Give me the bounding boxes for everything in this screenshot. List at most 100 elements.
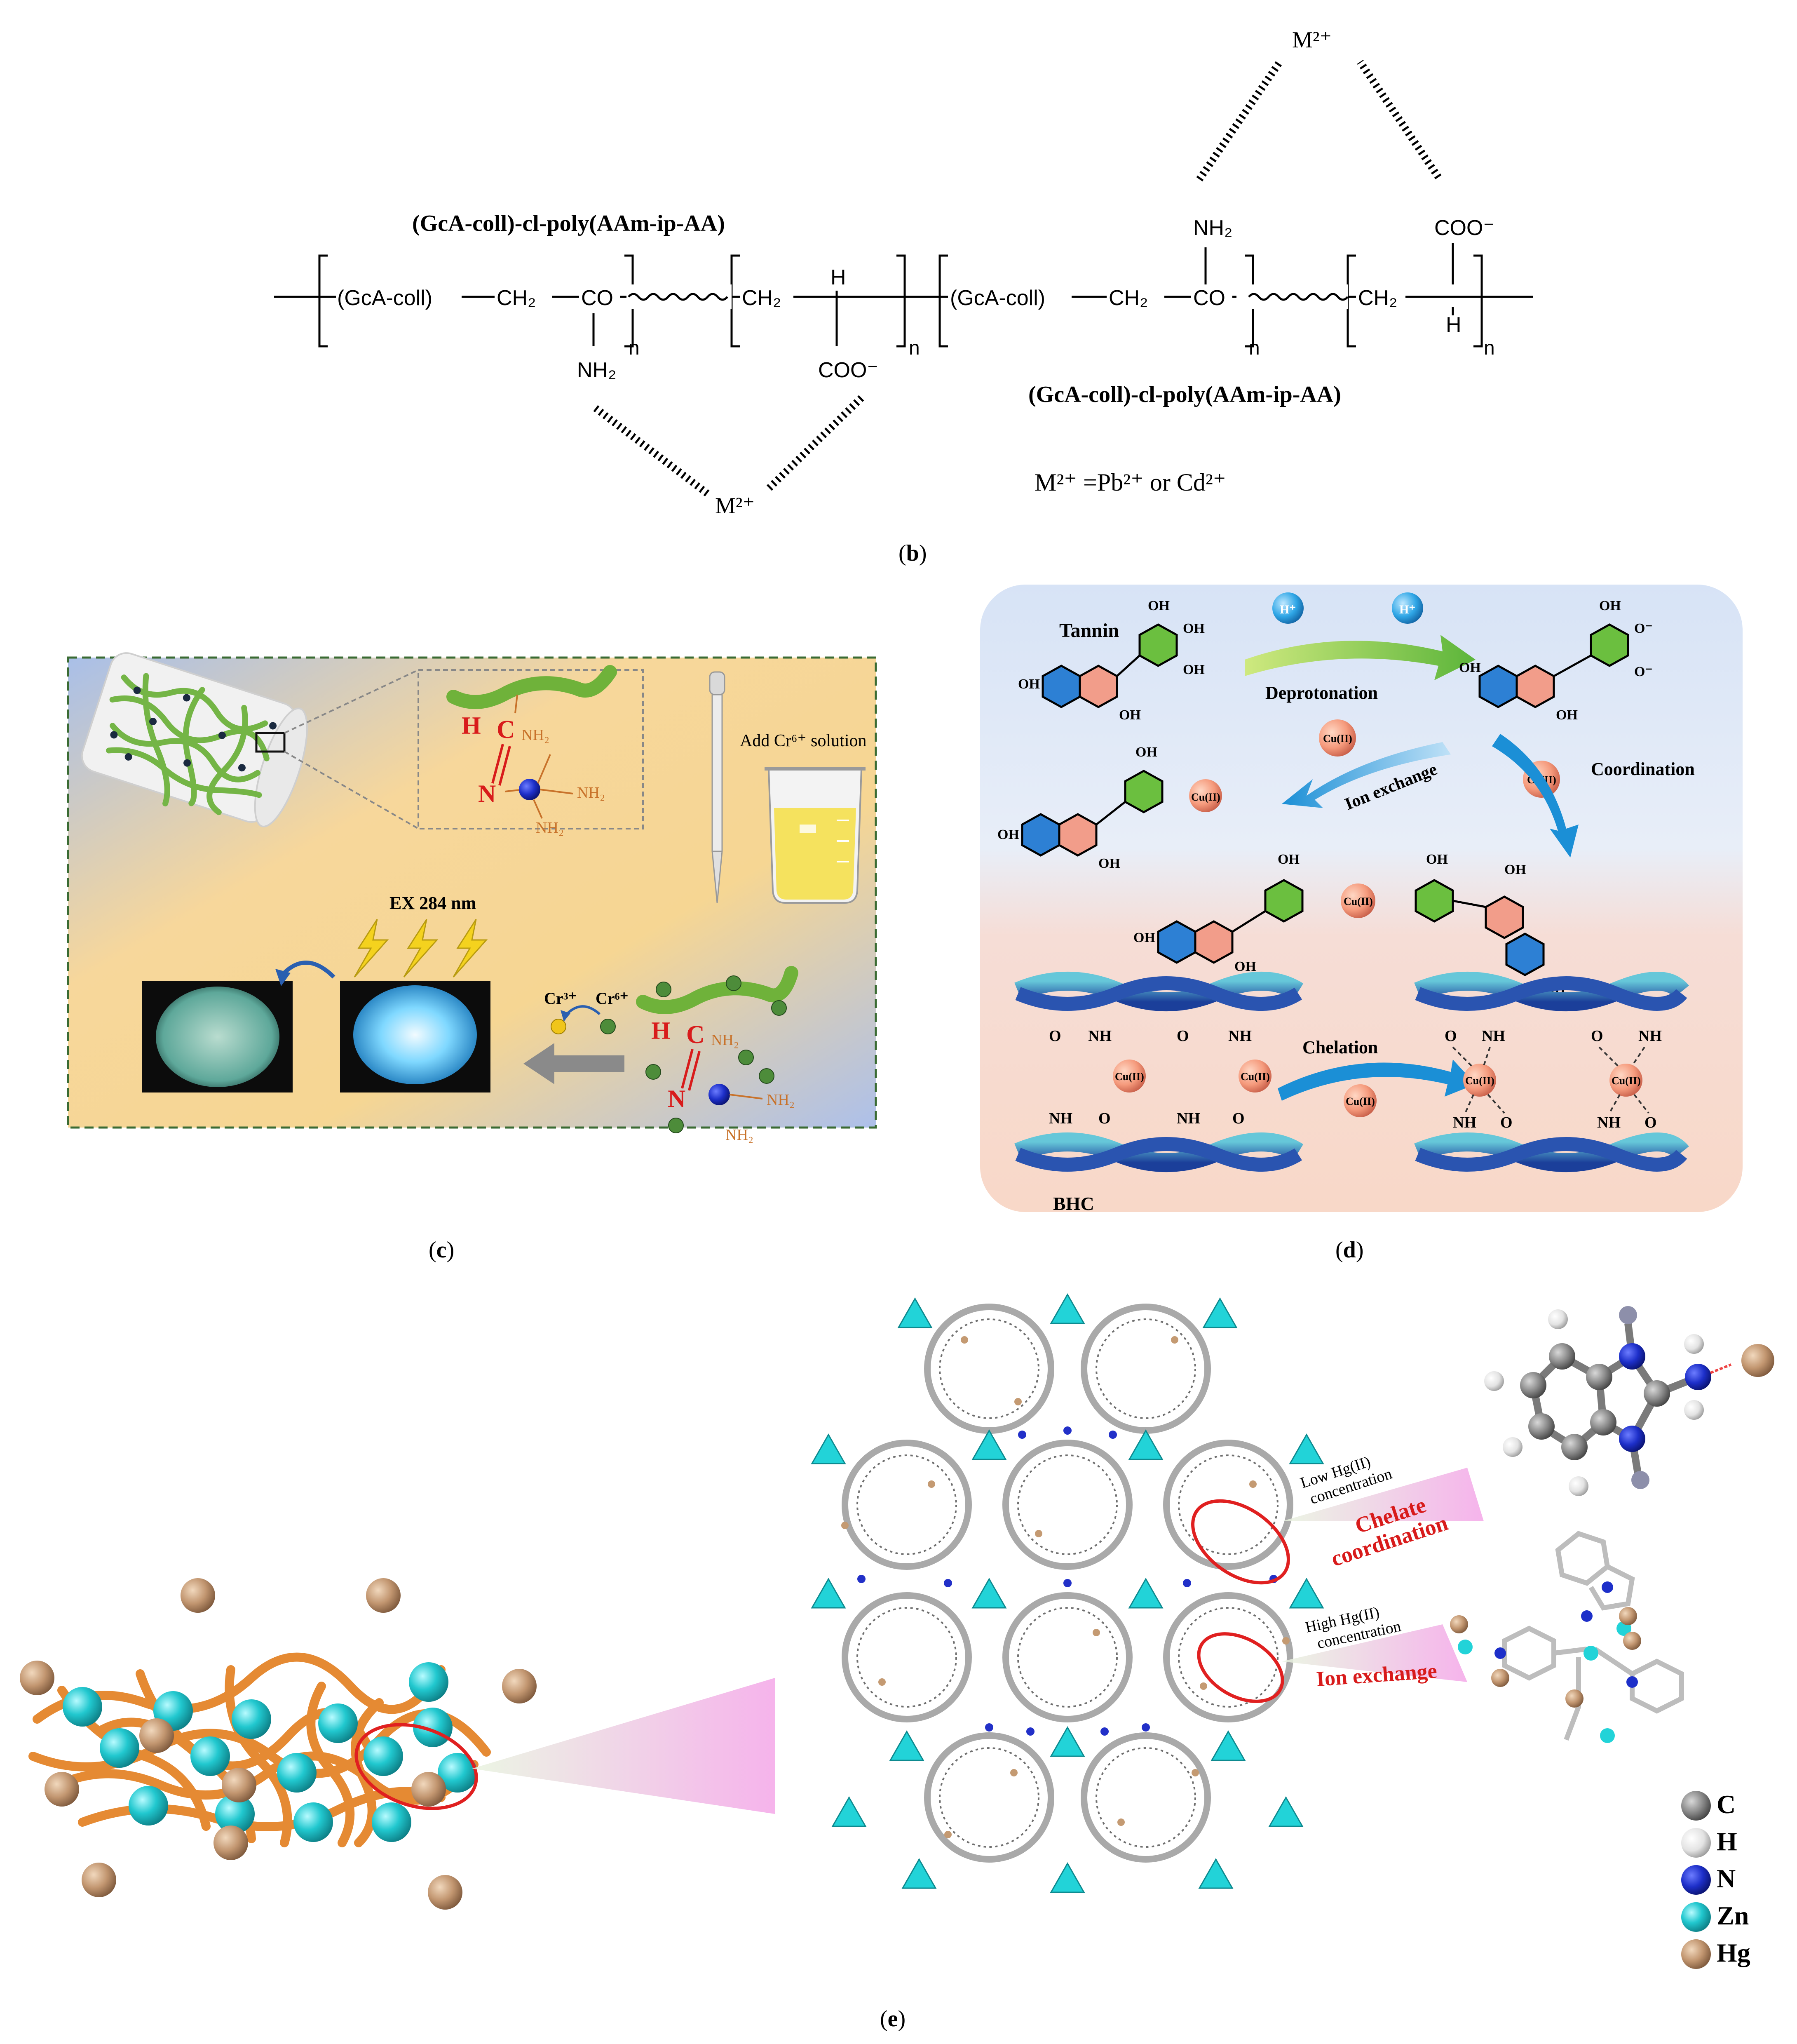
o-label: O bbox=[1591, 1027, 1603, 1045]
nh-label: NH bbox=[1482, 1027, 1505, 1045]
sponge-cylinder bbox=[81, 652, 308, 827]
h-atom: H bbox=[462, 712, 481, 739]
highlight-ellipse bbox=[1191, 1499, 1290, 1585]
oh-label: OH bbox=[1135, 745, 1157, 760]
lightning-icon bbox=[354, 919, 488, 977]
panel-c: H C N NH₂ NH₂ NH₂ Add Cr⁶⁺ solution bbox=[67, 652, 877, 1263]
ch2-label: CH₂ bbox=[1109, 286, 1148, 310]
nh-label: NH bbox=[1638, 1027, 1662, 1045]
h-plus: H⁺ bbox=[1280, 603, 1296, 616]
oh-label: OH bbox=[1148, 598, 1170, 613]
pipette-icon bbox=[709, 671, 725, 903]
deprotonation-arrow bbox=[1245, 635, 1476, 680]
panel-c-caption: (c) bbox=[429, 1237, 454, 1263]
caption-letter: e bbox=[888, 2006, 898, 2032]
oh-label: OH bbox=[1504, 862, 1526, 877]
zoom-detail-box bbox=[418, 669, 644, 829]
coo-label: COO⁻ bbox=[1434, 216, 1494, 240]
gca-coll-label: (GcA-coll) bbox=[337, 286, 432, 310]
highlight-ellipse bbox=[1197, 1632, 1284, 1703]
cu-label: Cu(II) bbox=[1191, 791, 1220, 803]
mof-framework bbox=[811, 1293, 1324, 1893]
tannin-molecule bbox=[1042, 623, 1178, 708]
c-atom: C bbox=[686, 1021, 705, 1049]
o-label: O bbox=[1500, 1114, 1513, 1131]
o-label: O bbox=[1232, 1110, 1245, 1127]
sponge-uv-glow bbox=[353, 985, 477, 1084]
ion-exchange-arrow bbox=[1282, 742, 1451, 808]
zn-hg-balls bbox=[20, 1578, 537, 1910]
benzimidazole-molecule bbox=[1484, 1306, 1774, 1496]
chelation-arrow bbox=[1278, 1060, 1476, 1101]
legend-label: N bbox=[1717, 1864, 1736, 1893]
nh2-label: NH₂ bbox=[711, 1031, 739, 1049]
polymer-name-right: (GcA-coll)-cl-poly(AAm-ip-AA) bbox=[1028, 382, 1341, 407]
cr6-label: Cr⁶⁺ bbox=[596, 989, 629, 1008]
c-atom: C bbox=[497, 716, 515, 744]
legend-swatch-zn bbox=[1681, 1902, 1711, 1932]
collagen-helix bbox=[1014, 972, 1689, 1172]
cu-label: Cu(II) bbox=[1344, 895, 1373, 907]
cu-label: Cu(II) bbox=[1346, 1095, 1375, 1107]
deprotonation-label: Deprotonation bbox=[1265, 683, 1378, 703]
metal-definition: M²⁺ =Pb²⁺ or Cd²⁺ bbox=[1035, 469, 1226, 496]
ch2-label: CH₂ bbox=[1358, 286, 1397, 310]
ch2-label: CH₂ bbox=[742, 286, 781, 310]
panel-b-caption: (b) bbox=[898, 540, 927, 566]
oh-label: OH bbox=[1018, 677, 1040, 692]
co-label: CO bbox=[581, 286, 613, 310]
panel-b: (GcA-coll)-cl-poly(AAm-ip-AA) (GcA-coll)… bbox=[274, 27, 1533, 566]
co-label: CO bbox=[1193, 286, 1225, 310]
legend-swatch-hg bbox=[1681, 1939, 1711, 1969]
o-label: O bbox=[1049, 1027, 1061, 1045]
beaker-icon bbox=[765, 767, 866, 904]
nh2-label: NH₂ bbox=[521, 726, 549, 744]
ch-h-label: H bbox=[1446, 313, 1462, 337]
ch-h-label: H bbox=[830, 265, 846, 289]
coordination-dash bbox=[764, 395, 864, 493]
coordination-dash bbox=[1357, 59, 1442, 180]
panel-d-caption: (d) bbox=[1335, 1237, 1363, 1263]
cu-label: Cu(II) bbox=[1323, 733, 1352, 745]
nh-label: NH bbox=[1049, 1110, 1072, 1127]
caption-letter: b bbox=[906, 540, 919, 566]
n-atom: N bbox=[668, 1085, 685, 1112]
ion-exchange-atoms bbox=[1450, 1581, 1641, 1743]
legend-label: C bbox=[1717, 1790, 1736, 1819]
oh-label: OH bbox=[1278, 852, 1300, 867]
atom-legend: C H N Zn Hg bbox=[1681, 1790, 1750, 1969]
tannin-label: Tannin bbox=[1059, 620, 1119, 641]
nh2-label: NH₂ bbox=[1193, 216, 1232, 240]
sponge-daylight bbox=[156, 987, 279, 1087]
nh2-label: NH₂ bbox=[536, 819, 564, 836]
ion-exchange-product bbox=[1021, 770, 1222, 857]
repeat-n: n bbox=[909, 337, 920, 359]
excitation-label: EX 284 nm bbox=[389, 893, 476, 913]
cu-label: Cu(II) bbox=[1465, 1075, 1494, 1087]
oh-label: OH bbox=[1133, 930, 1155, 945]
legend-swatch-c bbox=[1681, 1791, 1711, 1821]
oh-label: OH bbox=[997, 827, 1019, 842]
oh-label: OH bbox=[1599, 598, 1621, 613]
ch2-label: CH₂ bbox=[497, 286, 536, 310]
o-label: O bbox=[1098, 1110, 1111, 1127]
legend-swatch-h bbox=[1681, 1828, 1711, 1858]
o-minus-label: O⁻ bbox=[1634, 664, 1652, 679]
oh-label: OH bbox=[1119, 707, 1141, 723]
legend-label: Zn bbox=[1717, 1901, 1749, 1930]
curved-arrow bbox=[279, 961, 335, 979]
oh-label: OH bbox=[1556, 707, 1578, 723]
metal-center bbox=[519, 779, 540, 800]
panel-e-caption: (e) bbox=[880, 2006, 906, 2032]
h-plus: H⁺ bbox=[1399, 603, 1415, 616]
zoom-cone bbox=[1282, 1468, 1484, 1521]
metal-ion-bottom: M²⁺ bbox=[715, 493, 755, 519]
h-atom: H bbox=[651, 1017, 671, 1044]
nh2-label: NH₂ bbox=[767, 1091, 795, 1109]
repeat-n: n bbox=[629, 337, 640, 359]
oh-label: OH bbox=[1183, 621, 1205, 636]
nh2-label: NH₂ bbox=[725, 1126, 753, 1144]
o-minus-label: O⁻ bbox=[1634, 621, 1652, 636]
coordination-label: Coordination bbox=[1591, 759, 1695, 779]
bhc-label: BHC bbox=[1053, 1193, 1094, 1214]
